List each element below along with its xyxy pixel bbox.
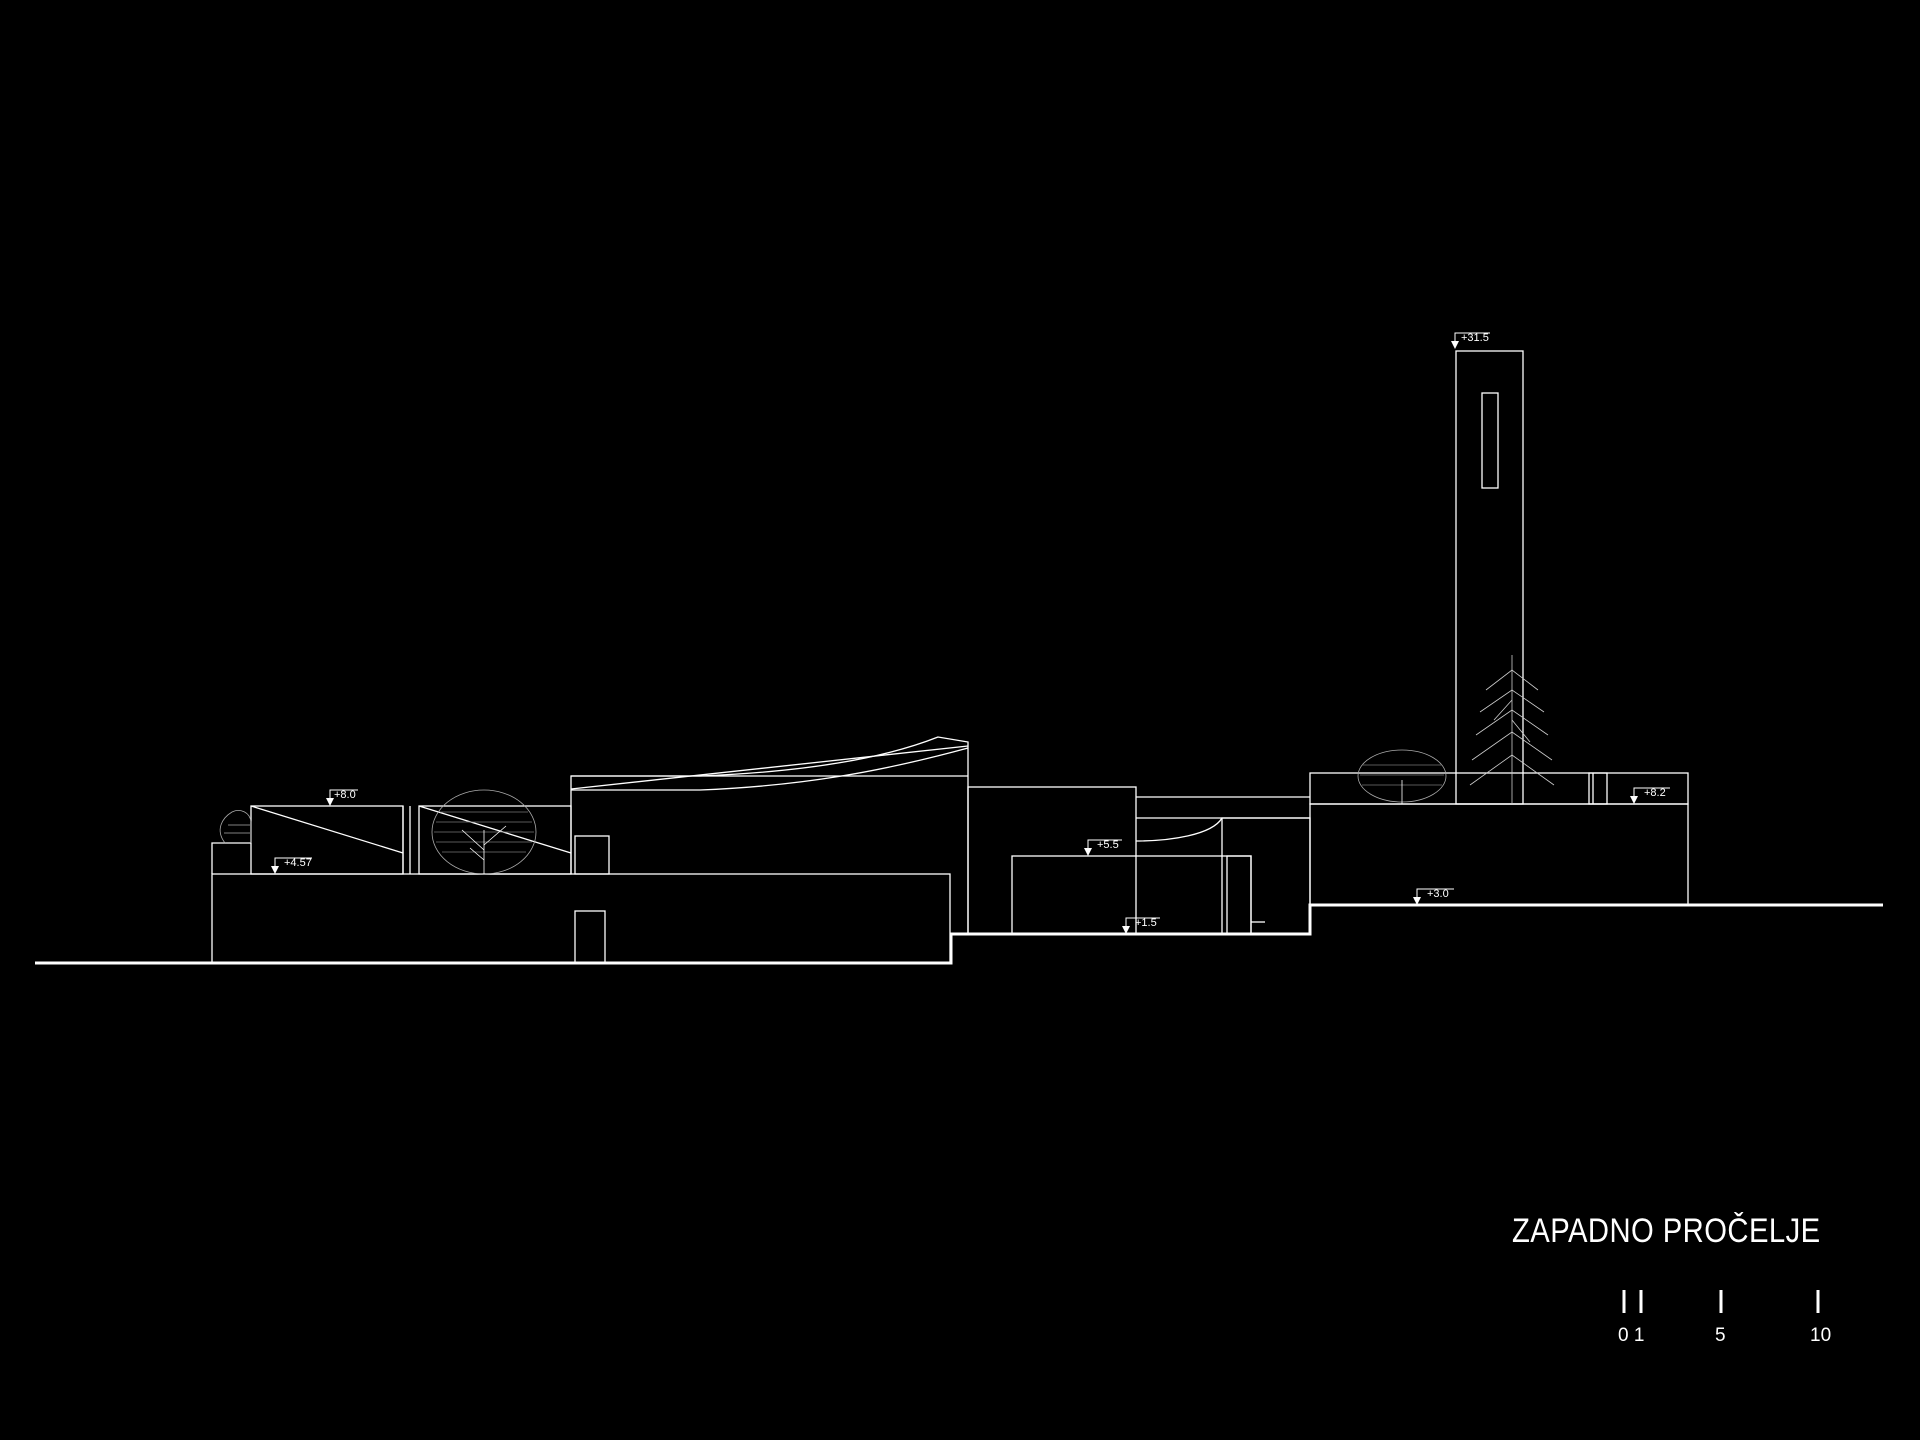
elevation-label-right-ground: +3.0 [1427,888,1449,900]
elevation-marker-tower-top: +31.5 [1451,332,1490,349]
drawing-title: ZAPADNO PROČELJE [1512,1212,1821,1250]
tree-left-small [219,810,252,844]
left-low-building [211,842,951,964]
elevation-marker-lower-court: +1.5 [1122,917,1160,934]
elevation-marker-right-ground: +3.0 [1413,888,1454,905]
ground-line [35,903,1883,965]
left-upper-boxes [250,805,572,875]
elevation-marker-right-roof: +8.2 [1630,787,1670,804]
right-building [1309,772,1689,906]
elevation-label-right-roof: +8.2 [1644,787,1666,799]
elevation-label-mid-block: +5.5 [1097,839,1119,851]
elevation-label-left-terrace: +4.57 [284,857,312,869]
tree-right-conifer [1469,655,1555,804]
tree-right-round [1357,749,1447,804]
elevation-label-left-roof: +8.0 [334,789,356,801]
scale-bar [1622,1290,1820,1313]
main-hall [570,736,969,934]
scale-label-10: 10 [1810,1325,1832,1346]
elevation-marker-left-roof: +8.0 [326,789,358,806]
elevation-marker-mid-block: +5.5 [1084,839,1122,856]
middle-blocks [967,786,1311,935]
tree-left-round [431,789,537,875]
bell-tower [1455,350,1524,805]
elevation-label-tower-top: +31.5 [1461,332,1489,344]
scale-label-0-1: 0 1 [1618,1325,1645,1346]
scale-label-5: 5 [1715,1325,1726,1346]
elevation-label-lower-court: +1.5 [1135,917,1157,929]
elevation-marker-left-terrace: +4.57 [271,857,312,874]
